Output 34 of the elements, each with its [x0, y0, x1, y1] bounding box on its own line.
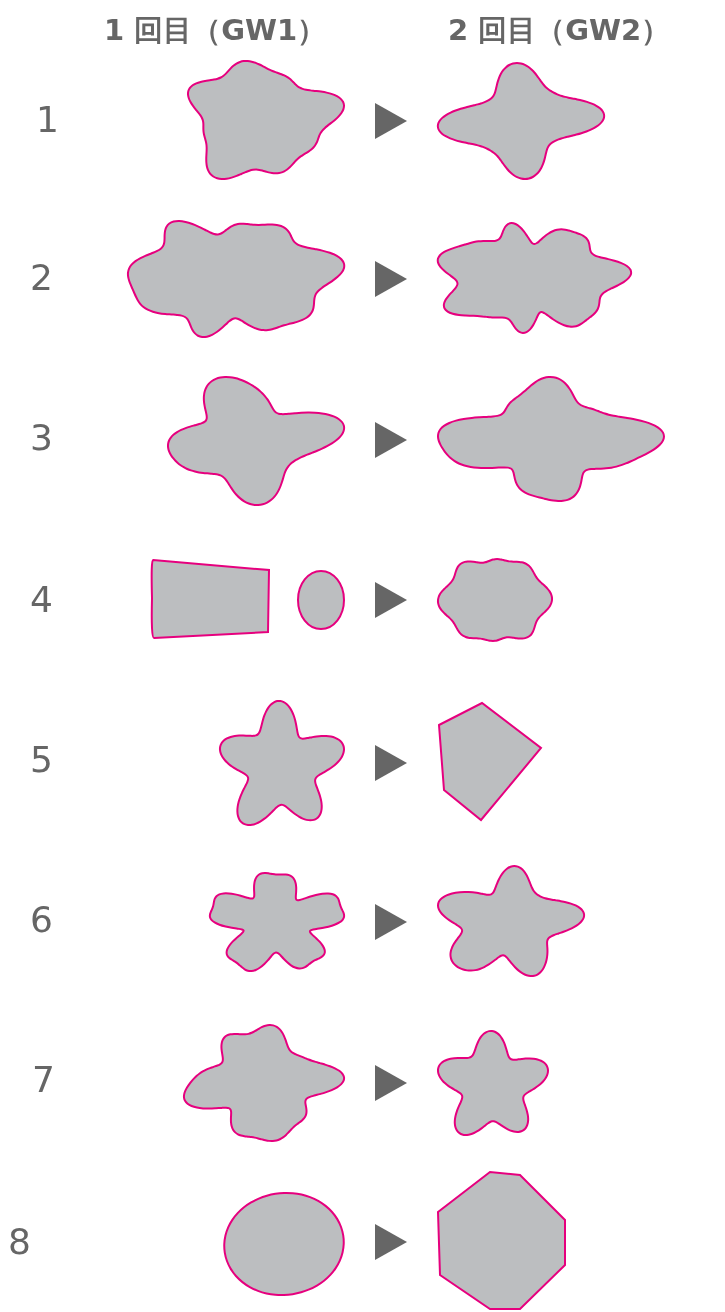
column-heading: 1 回目（GW1）: [104, 16, 327, 45]
blob-shape: [167, 376, 345, 506]
pentagon-shape: [437, 703, 543, 821]
blob-shape: [127, 220, 345, 338]
blob-shape: [209, 872, 345, 972]
trapezoid-shape: [150, 558, 272, 640]
arrow: [375, 261, 407, 297]
row-number: 7: [32, 1062, 55, 1098]
blob-shape: [437, 1030, 549, 1136]
blob-shape: [219, 700, 345, 826]
row-number: 8: [8, 1224, 31, 1260]
row-number: 6: [30, 902, 53, 938]
blob-shape: [437, 62, 605, 180]
arrow: [375, 1224, 407, 1260]
arrow: [375, 904, 407, 940]
row-number: 5: [30, 742, 53, 778]
row-number: 1: [36, 102, 59, 138]
ellipse-shape: [297, 570, 345, 630]
arrow: [375, 422, 407, 458]
blob-shape: [437, 558, 553, 642]
blob-shape: [437, 376, 665, 502]
column-heading: 2 回目（GW2）: [448, 16, 671, 45]
blob-shape: [437, 222, 632, 334]
blob-shape: [187, 60, 345, 180]
arrow: [375, 582, 407, 618]
row-number: 2: [30, 260, 53, 296]
blob-shape: [437, 865, 585, 977]
row-number: 4: [30, 582, 53, 618]
row-number: 3: [30, 420, 53, 456]
arrow: [375, 103, 407, 139]
polygon-shape: [437, 1170, 567, 1310]
blob-shape: [183, 1024, 345, 1142]
arrow: [375, 1065, 407, 1101]
arrow: [375, 745, 407, 781]
